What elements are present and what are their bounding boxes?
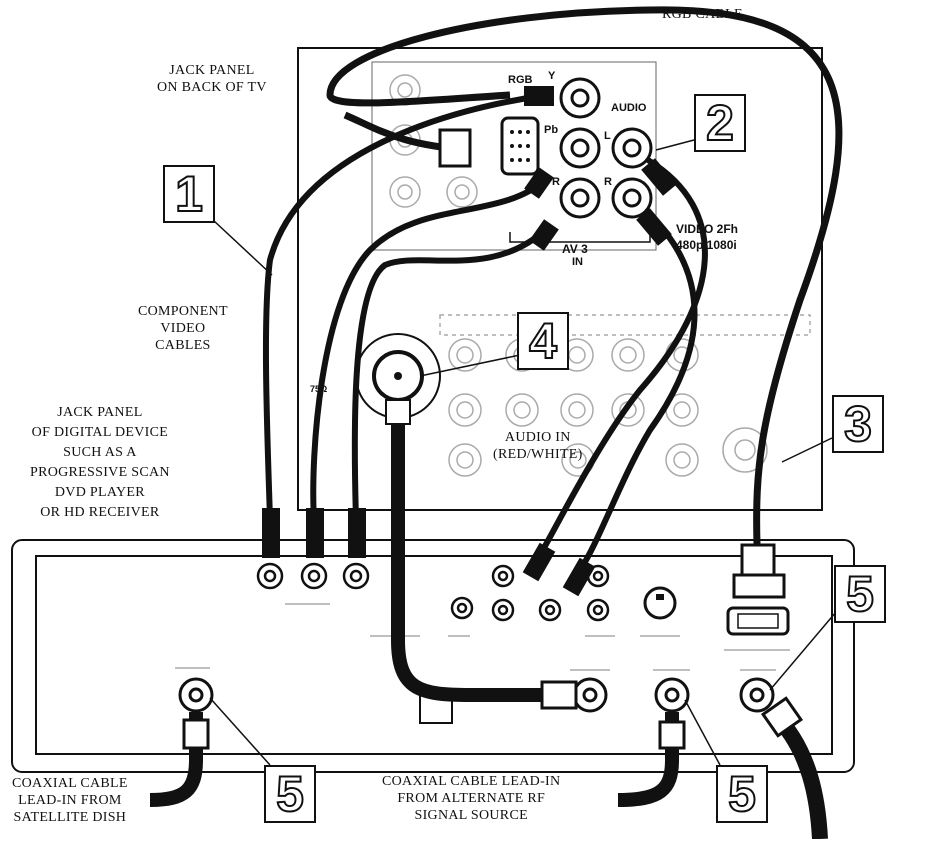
coax-alternate <box>617 712 679 807</box>
device-svideo-jack <box>643 586 677 620</box>
rgb-plug-device-head <box>732 573 786 599</box>
jack-label-ohm: 75Ω <box>310 384 328 394</box>
device-component-jacks <box>256 562 370 590</box>
label-coax-satellite: COAXIAL CABLE LEAD-IN FROM SATELLITE DIS… <box>12 776 128 825</box>
jack-label-av3: AV 3 <box>562 242 588 256</box>
tv-faint-jacks <box>389 74 811 477</box>
coax-satellite <box>149 712 203 807</box>
jack-label-pr: R <box>552 176 560 188</box>
component-cable-y <box>262 93 541 521</box>
coax-bottom-plugs <box>182 696 804 750</box>
device-coax-jacks <box>178 677 775 713</box>
device-inner <box>35 555 833 755</box>
callout-4: 4 <box>517 312 569 370</box>
tv-back-panel <box>297 47 823 511</box>
callout-3: 3 <box>832 395 884 453</box>
jack-label-in: IN <box>572 256 583 268</box>
device-vga-port <box>726 606 790 636</box>
label-tv-jack-panel: JACK PANEL ON BACK OF TV <box>157 63 267 95</box>
callout-5-right: 5 <box>834 565 886 623</box>
callout-5-alternate: 5 <box>716 765 768 823</box>
antenna-coax-cable <box>391 424 548 702</box>
callout-2: 2 <box>694 94 746 152</box>
jack-label-rgb: RGB <box>508 74 533 86</box>
tv-antenna-pin <box>394 372 402 380</box>
component-plugs <box>262 508 366 558</box>
rgb-plug-tv <box>438 128 472 168</box>
device-audio-jacks <box>450 564 610 622</box>
component-cable-pb <box>310 177 547 521</box>
device-outer <box>11 539 855 773</box>
antenna-plug <box>385 399 411 425</box>
jack-label-pb: Pb <box>544 124 559 136</box>
rgb-cable <box>326 6 843 546</box>
antenna-coax-plug <box>540 680 578 710</box>
jack-label-y: Y <box>548 70 556 82</box>
callout-1: 1 <box>163 165 215 223</box>
svideo-key <box>656 594 664 600</box>
audio-cable-r <box>577 207 698 572</box>
label-audio-in: AUDIO IN (RED/WHITE) <box>493 430 583 462</box>
av3-bracket <box>509 232 651 243</box>
leader-lines <box>209 139 837 766</box>
jack-label-res: 480p/1080i <box>676 238 737 252</box>
label-rgb-cable: RGB CABLE <box>662 7 743 22</box>
component-cable-pr <box>351 227 548 521</box>
audio-cable-l <box>537 157 708 557</box>
device-vga-pins <box>737 613 779 629</box>
jack-label-l: L <box>604 130 611 142</box>
device-faint-lines <box>175 603 790 671</box>
tv-vga-pins <box>510 130 530 162</box>
tv-active-jacks <box>559 77 653 219</box>
jack-label-audio: AUDIO <box>611 102 647 114</box>
jack-label-r: R <box>604 176 612 188</box>
label-digital-device: JACK PANEL OF DIGITAL DEVICE SUCH AS A P… <box>30 405 170 520</box>
callout-5-satellite: 5 <box>264 765 316 823</box>
audio-plugs <box>522 158 677 597</box>
jack-label-video: VIDEO 2Fh <box>676 222 739 236</box>
label-component-cables: COMPONENT VIDEO CABLES <box>138 304 228 353</box>
component-plugs-tv <box>524 167 559 251</box>
label-coax-alternate: COAXIAL CABLE LEAD-IN FROM ALTERNATE RF … <box>382 774 561 823</box>
